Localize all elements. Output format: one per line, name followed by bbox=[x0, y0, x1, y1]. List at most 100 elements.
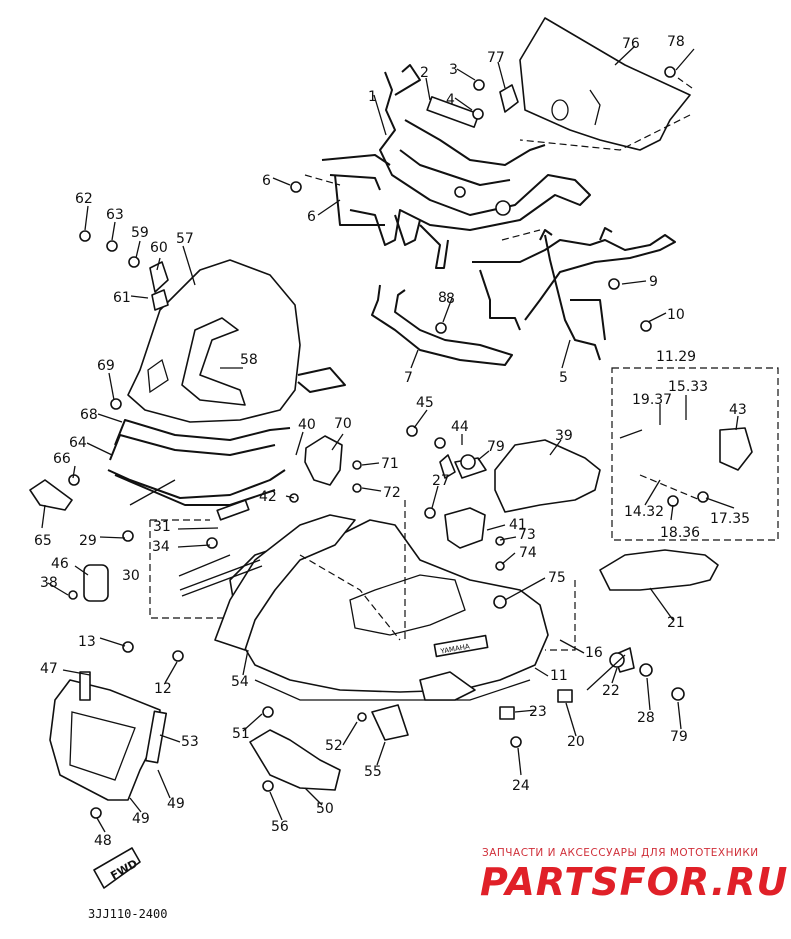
callout-number: 58 bbox=[240, 352, 258, 368]
drawing-code: 3JJ110-2400 bbox=[88, 907, 167, 921]
duct-39 bbox=[494, 439, 601, 513]
callout-number: 11 bbox=[550, 668, 568, 684]
callout-number: 17.35 bbox=[710, 511, 750, 527]
callout-number: 5 bbox=[559, 370, 568, 386]
callout-number: 49 bbox=[167, 796, 185, 812]
callout-number: 19.37 bbox=[632, 392, 672, 408]
front-cowl-48 bbox=[49, 671, 168, 801]
assembly-lines bbox=[149, 77, 779, 651]
callout-number: 42 bbox=[259, 489, 277, 505]
callout-number: 21 bbox=[667, 615, 685, 631]
callout-number: 64 bbox=[69, 435, 87, 451]
callout-number: 11.29 bbox=[656, 349, 696, 365]
cover-76 bbox=[519, 17, 691, 151]
callout-number: 27 bbox=[432, 473, 450, 489]
callout-number: 20 bbox=[567, 734, 585, 750]
callout-number: 14.32 bbox=[624, 504, 664, 520]
callout-number: 63 bbox=[106, 207, 124, 223]
watermark: ЗАПЧАСТИ И АКСЕССУАРЫ ДЛЯ МОТОТЕХНИКИ PA… bbox=[480, 847, 788, 904]
callout-number: 6 bbox=[262, 173, 271, 189]
callout-number: 60 bbox=[150, 240, 168, 256]
callout-number: 69 bbox=[97, 358, 115, 374]
callout-number: 75 bbox=[548, 570, 566, 586]
callout-number: 8 bbox=[446, 291, 455, 307]
duct-21 bbox=[599, 549, 719, 591]
callout-number: 16 bbox=[585, 645, 603, 661]
bracket-65 bbox=[29, 479, 73, 511]
callout-number: 41 bbox=[509, 517, 527, 533]
callout-number: 7 bbox=[404, 370, 413, 386]
callout-number: 8 bbox=[438, 290, 447, 306]
callout-number: 39 bbox=[555, 428, 573, 444]
callout-number: 15.33 bbox=[668, 379, 708, 395]
callout-number: 78 bbox=[667, 34, 685, 50]
callout-number: 46 bbox=[51, 556, 69, 572]
callout-number: 72 bbox=[383, 485, 401, 501]
callout-number: 48 bbox=[94, 833, 112, 849]
callout-number: 23 bbox=[529, 704, 547, 720]
callout-number: 61 bbox=[113, 290, 131, 306]
callout-number: 29 bbox=[79, 533, 97, 549]
callout-number: 55 bbox=[364, 764, 382, 780]
callout-number: 12 bbox=[154, 681, 172, 697]
fasteners bbox=[68, 66, 709, 819]
callout-number: 45 bbox=[416, 395, 434, 411]
callout-number: 57 bbox=[176, 231, 194, 247]
callout-number: 74 bbox=[519, 545, 537, 561]
inner-panel bbox=[214, 514, 356, 651]
callout-number: 71 bbox=[381, 456, 399, 472]
callout-number: 4 bbox=[446, 92, 455, 108]
callout-number: 34 bbox=[152, 539, 170, 555]
callout-number: 79 bbox=[487, 439, 505, 455]
leader-lines bbox=[41, 45, 739, 833]
upper-stay-frame bbox=[321, 64, 591, 269]
callout-number: 70 bbox=[334, 416, 352, 432]
callout-number: 68 bbox=[80, 407, 98, 423]
callout-number: 66 bbox=[53, 451, 71, 467]
cover-20 bbox=[371, 704, 409, 741]
callout-number: 28 bbox=[637, 710, 655, 726]
callout-number: 2 bbox=[420, 65, 429, 81]
small-parts bbox=[149, 261, 753, 720]
clip-77 bbox=[499, 84, 519, 113]
callout-number: 47 bbox=[40, 661, 58, 677]
mirror-73 bbox=[444, 507, 486, 549]
callout-number: 79 bbox=[670, 729, 688, 745]
callout-number: 51 bbox=[232, 726, 250, 742]
callout-number: 77 bbox=[487, 50, 505, 66]
callout-number: 10 bbox=[667, 307, 685, 323]
callout-number: 76 bbox=[622, 36, 640, 52]
callout-number: 1 bbox=[368, 89, 377, 105]
callout-number: 31 bbox=[153, 519, 171, 535]
fwd-arrow: FWD bbox=[93, 847, 141, 889]
main-cowling: YAMAHA bbox=[229, 519, 549, 701]
watermark-site: PARTSFOR.RU bbox=[480, 860, 788, 904]
callout-number: 18.36 bbox=[660, 525, 700, 541]
callout-number: 73 bbox=[518, 527, 536, 543]
watermark-tagline: ЗАПЧАСТИ И АКСЕССУАРЫ ДЛЯ МОТОТЕХНИКИ bbox=[482, 847, 759, 859]
callout-number: 62 bbox=[75, 191, 93, 207]
callout-number: 22 bbox=[602, 683, 620, 699]
callout-number: 52 bbox=[325, 738, 343, 754]
callout-number: 53 bbox=[181, 734, 199, 750]
callout-number: 49 bbox=[132, 811, 150, 827]
callout-number: 6 bbox=[307, 209, 316, 225]
callout-number: 3 bbox=[449, 62, 458, 78]
callout-number: 50 bbox=[316, 801, 334, 817]
callout-number: 54 bbox=[231, 674, 249, 690]
bracket-7 bbox=[371, 284, 513, 366]
callout-number: 9 bbox=[649, 274, 658, 290]
callout-number: 44 bbox=[451, 419, 469, 435]
callout-number: 38 bbox=[40, 575, 58, 591]
callout-number: 59 bbox=[131, 225, 149, 241]
callout-number: 65 bbox=[34, 533, 52, 549]
lower-stay-frame bbox=[472, 227, 676, 361]
windscreen bbox=[127, 259, 301, 423]
callout-number: 30 bbox=[122, 568, 140, 584]
mirror-38 bbox=[83, 564, 109, 602]
callout-number: 13 bbox=[78, 634, 96, 650]
callout-number: 40 bbox=[298, 417, 316, 433]
